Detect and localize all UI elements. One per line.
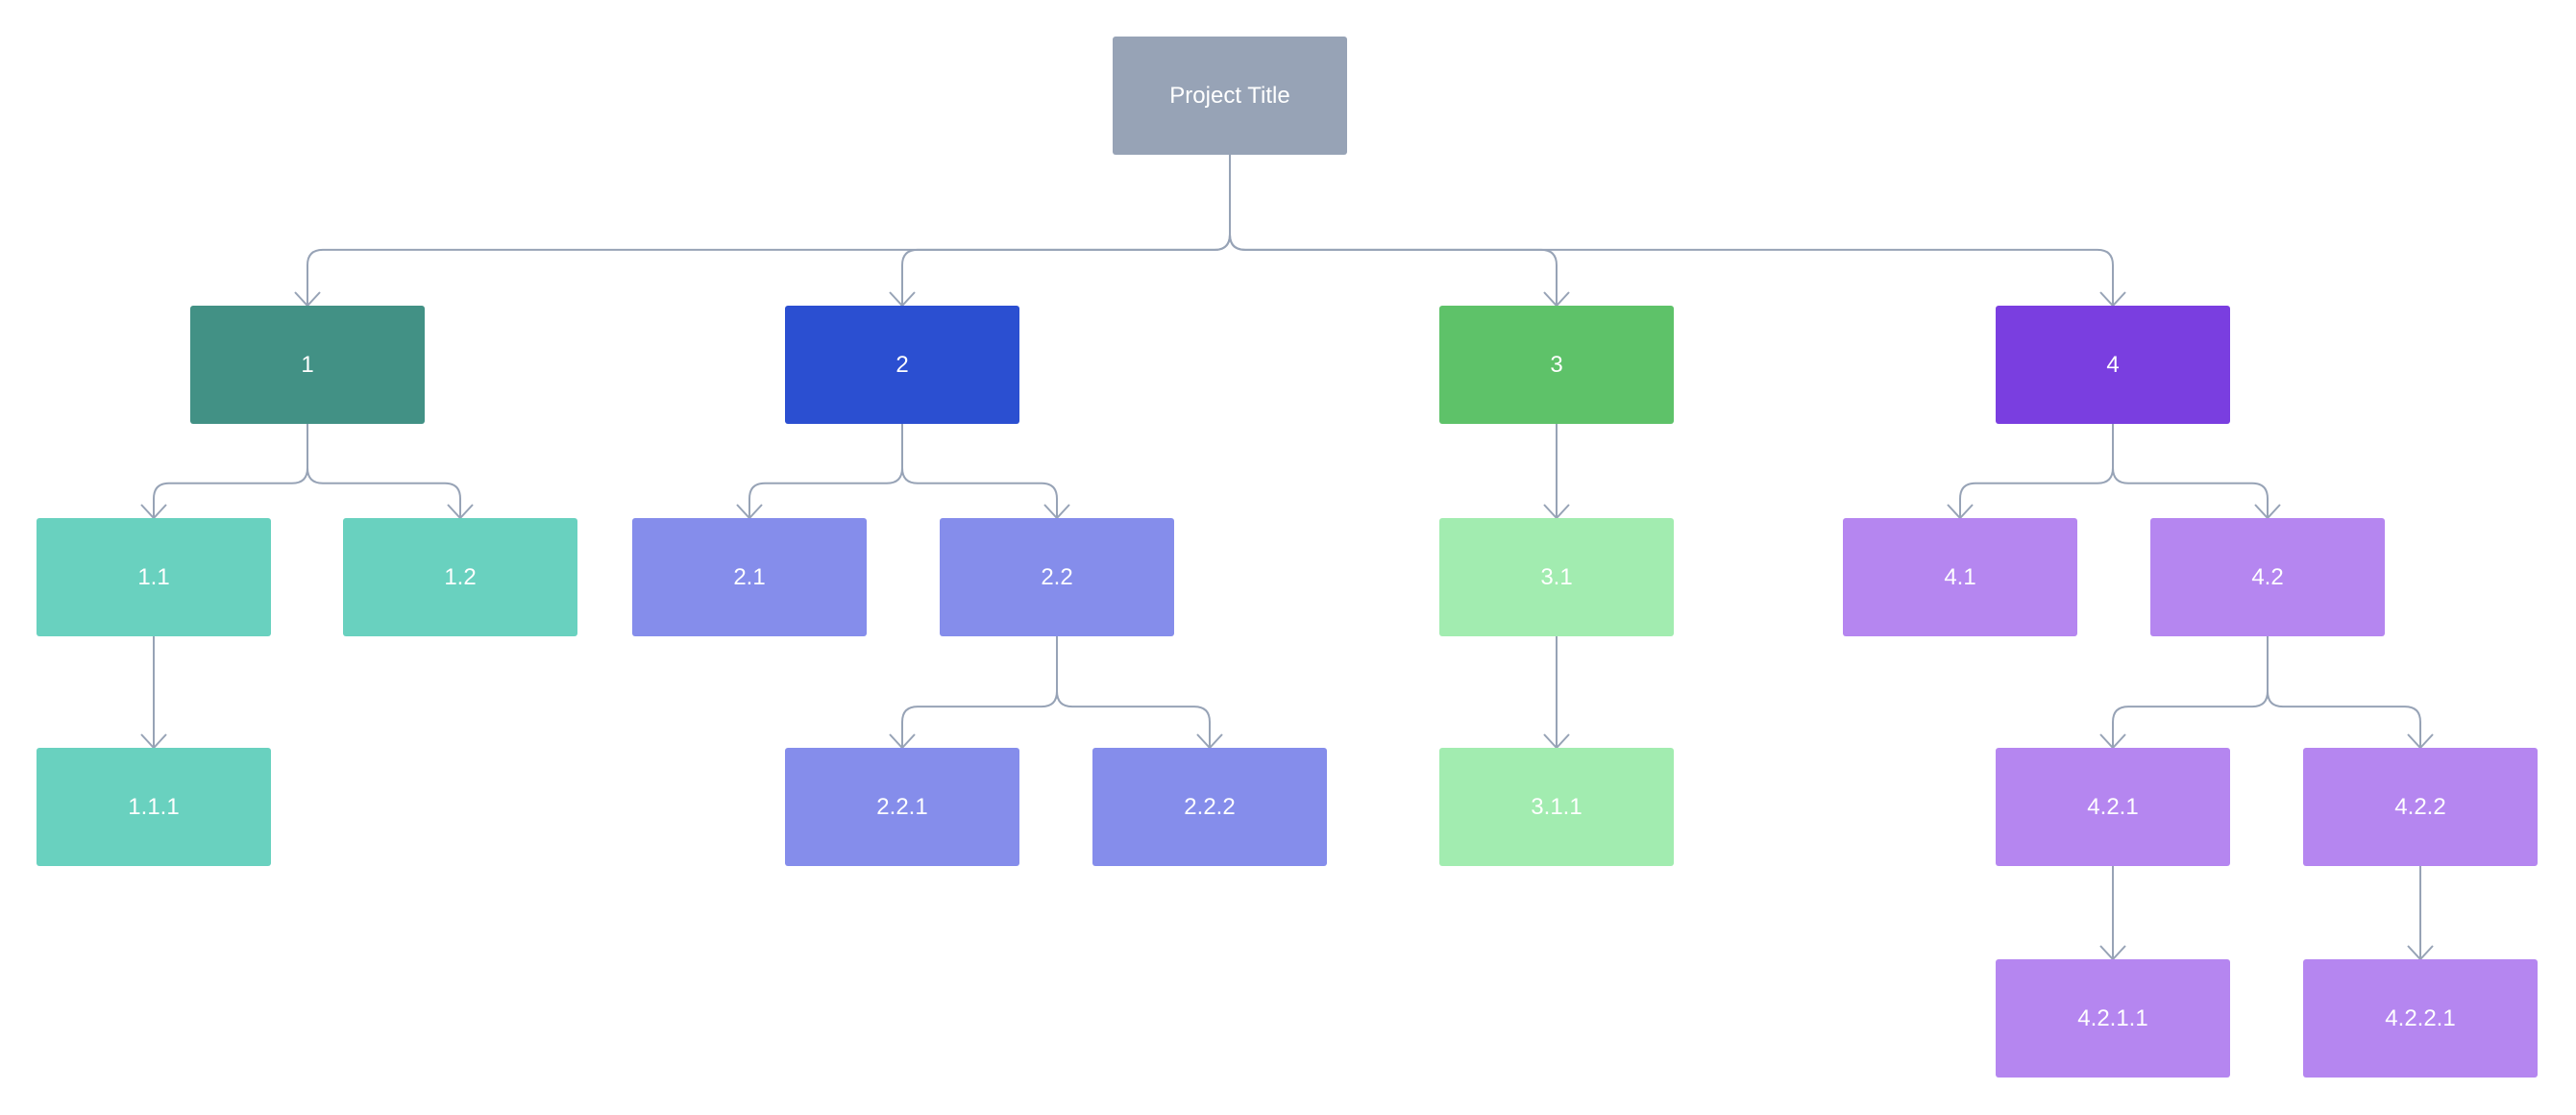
node-label: 2.2.2 xyxy=(1184,793,1236,820)
connector-line xyxy=(901,636,1058,748)
node-3[interactable]: 3 xyxy=(1439,306,1674,424)
node-label: 2 xyxy=(895,351,909,378)
connector-line xyxy=(153,424,308,518)
node-label: 1.2 xyxy=(444,563,477,590)
node-label: 4.2.2 xyxy=(2394,793,2446,820)
node-1[interactable]: 1 xyxy=(190,306,425,424)
node-4-2[interactable]: 4.2 xyxy=(2150,518,2385,636)
node-1-2[interactable]: 1.2 xyxy=(343,518,577,636)
node-2-2-2[interactable]: 2.2.2 xyxy=(1092,748,1327,866)
connector-line xyxy=(1959,424,2114,518)
node-4-2-1[interactable]: 4.2.1 xyxy=(1996,748,2230,866)
node-label: 2.1 xyxy=(733,563,766,590)
connector-line xyxy=(307,155,1231,306)
node-2-1[interactable]: 2.1 xyxy=(632,518,867,636)
connector-line xyxy=(1229,155,2114,306)
node-label: 2.2 xyxy=(1041,563,1073,590)
connector-line xyxy=(2112,636,2269,748)
node-label: 3.1 xyxy=(1540,563,1573,590)
node-label: 4 xyxy=(2106,351,2120,378)
node-label: 4.2.2.1 xyxy=(2385,1004,2456,1031)
node-4[interactable]: 4 xyxy=(1996,306,2230,424)
node-label: 1 xyxy=(301,351,314,378)
root-node[interactable]: Project Title xyxy=(1113,37,1347,155)
node-1-1-1[interactable]: 1.1.1 xyxy=(37,748,271,866)
node-label: 3 xyxy=(1550,351,1563,378)
node-4-1[interactable]: 4.1 xyxy=(1843,518,2077,636)
connector-line xyxy=(1056,636,1211,748)
node-label: 4.2.1.1 xyxy=(2077,1004,2148,1031)
node-label: 1.1 xyxy=(137,563,170,590)
connector-line xyxy=(748,424,903,518)
connector-line xyxy=(901,424,1058,518)
node-3-1[interactable]: 3.1 xyxy=(1439,518,1674,636)
connector-line xyxy=(307,424,461,518)
node-4-2-2[interactable]: 4.2.2 xyxy=(2303,748,2538,866)
node-label: 1.1.1 xyxy=(128,793,180,820)
node-label: Project Title xyxy=(1169,82,1290,109)
connector-line xyxy=(2112,424,2269,518)
node-label: 4.2 xyxy=(2251,563,2284,590)
node-label: 4.2.1 xyxy=(2087,793,2139,820)
node-4-2-2-1[interactable]: 4.2.2.1 xyxy=(2303,959,2538,1078)
node-label: 3.1.1 xyxy=(1531,793,1582,820)
connector-line xyxy=(1229,155,1558,306)
node-4-2-1-1[interactable]: 4.2.1.1 xyxy=(1996,959,2230,1078)
node-3-1-1[interactable]: 3.1.1 xyxy=(1439,748,1674,866)
node-label: 2.2.1 xyxy=(876,793,928,820)
node-label: 4.1 xyxy=(1944,563,1976,590)
node-2-2-1[interactable]: 2.2.1 xyxy=(785,748,1019,866)
node-2-2[interactable]: 2.2 xyxy=(940,518,1174,636)
node-2[interactable]: 2 xyxy=(785,306,1019,424)
connector-line xyxy=(901,155,1231,306)
connector-line xyxy=(2267,636,2421,748)
node-1-1[interactable]: 1.1 xyxy=(37,518,271,636)
